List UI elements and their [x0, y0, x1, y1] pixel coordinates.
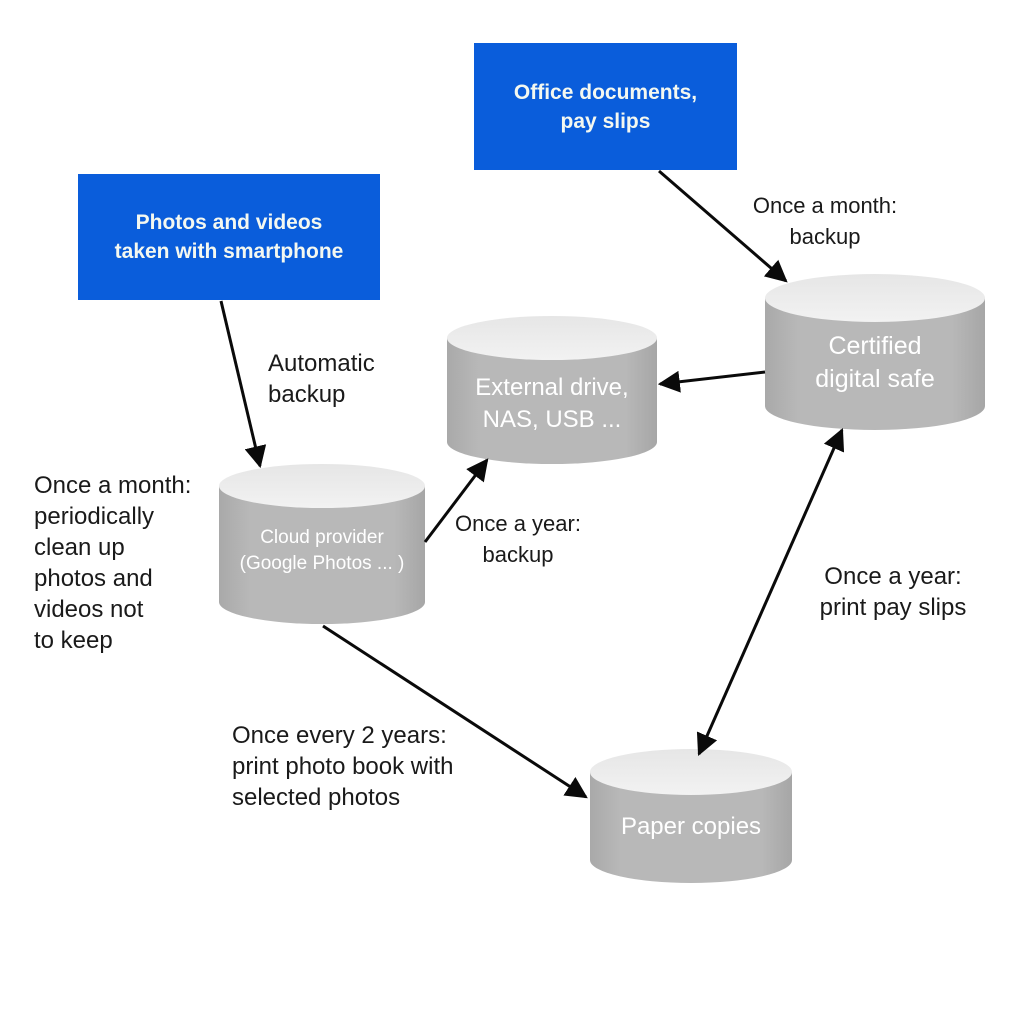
- note-monthly-cleanup: Once a month: periodically clean up phot…: [34, 470, 191, 656]
- storage-paper-label: Paper copies: [590, 808, 792, 846]
- source-office-line-1: Office documents,: [513, 80, 698, 104]
- edge-label-office-monthly-backup: Once a month: backup: [734, 190, 916, 252]
- arrow-cloud-to-paper: [322, 624, 588, 799]
- edge-label-print-pay-slips: Once a year: print pay slips: [802, 561, 984, 623]
- edge-label-line: backup: [268, 381, 346, 408]
- storage-cloud-label: Cloud provider (Google Photos ... ): [219, 518, 425, 584]
- source-office-line-2: pay slips: [560, 109, 651, 133]
- edge-label-photo-book: Once every 2 years: print photo book wit…: [232, 720, 453, 813]
- source-smartphone-media: Photos and videos taken with smartphone: [78, 174, 380, 300]
- edge-label-line: print photo book with: [232, 753, 454, 780]
- edge-label-line: Once a month:: [752, 193, 898, 218]
- edge-label-line: Once a year:: [824, 563, 962, 590]
- edge-label-line: print pay slips: [819, 594, 967, 621]
- note-line: to keep: [34, 627, 113, 654]
- storage-safe-label: Certified digital safe: [765, 326, 985, 400]
- source-office-documents: Office documents, pay slips: [474, 43, 737, 170]
- arrow-safe-paper-bidirectional: [696, 427, 845, 757]
- edge-label-line: selected photos: [232, 784, 401, 811]
- edge-label-line: Once a year:: [455, 511, 581, 536]
- arrow-cloud-to-external: [423, 458, 489, 543]
- storage-external-label: External drive, NAS, USB ...: [447, 368, 657, 440]
- storage-paper-line-1: Paper copies: [620, 813, 762, 840]
- note-line: photos and: [34, 565, 153, 592]
- note-line: periodically: [34, 503, 155, 530]
- storage-cloud-line-2: (Google Photos ... ): [239, 553, 405, 574]
- edge-label-automatic-backup: Automatic backup: [268, 348, 375, 410]
- note-line: videos not: [34, 596, 144, 623]
- storage-external-cylinder: [447, 316, 657, 464]
- arrow-office-to-safe: [658, 169, 788, 283]
- storage-external-line-1: External drive,: [475, 374, 629, 401]
- note-line: clean up: [34, 534, 125, 561]
- storage-external-line-2: NAS, USB ...: [482, 406, 622, 433]
- arrow-safe-to-external: [657, 370, 766, 393]
- storage-paper-cylinder: [590, 749, 792, 883]
- source-smartphone-line-2: taken with smartphone: [114, 240, 344, 263]
- edge-label-line: Automatic: [268, 350, 375, 377]
- edge-label-line: backup: [482, 542, 554, 567]
- edge-label-line: backup: [789, 224, 861, 249]
- storage-cloud-line-1: Cloud provider: [260, 527, 384, 548]
- storage-safe-cylinder: [765, 274, 985, 430]
- storage-safe-line-2: digital safe: [815, 365, 935, 393]
- note-line: Once a month:: [34, 472, 192, 499]
- edge-label-yearly-backup: Once a year: backup: [440, 508, 596, 570]
- source-smartphone-line-1: Photos and videos: [135, 211, 323, 234]
- edge-label-line: Once every 2 years:: [232, 722, 447, 749]
- storage-cloud-cylinder: [219, 464, 425, 624]
- arrow-smartphone-to-cloud: [219, 300, 267, 469]
- storage-safe-line-1: Certified: [828, 332, 922, 360]
